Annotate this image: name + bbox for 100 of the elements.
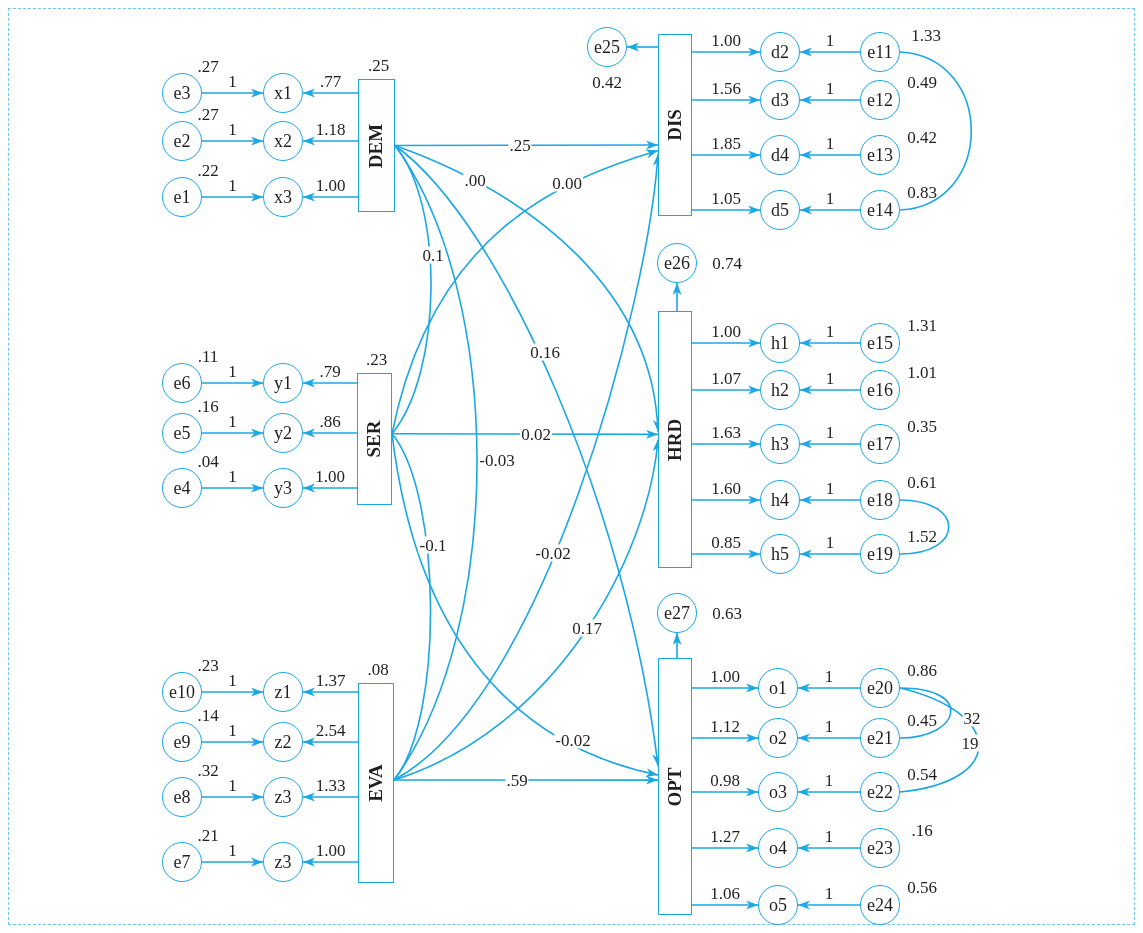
edge-label: 1.85 <box>710 134 742 152</box>
arrow <box>302 88 359 98</box>
node-label: e20 <box>867 677 893 699</box>
error-circle <box>162 777 202 817</box>
edge-label: 1.18 <box>314 120 347 138</box>
error-circle <box>657 243 697 283</box>
node-label: x2 <box>274 130 292 152</box>
arrow <box>691 787 759 797</box>
node-label: e14 <box>867 199 893 221</box>
node-label: OPT <box>664 766 686 807</box>
edge-label: 1 <box>227 120 238 138</box>
latent-box <box>358 683 394 883</box>
edge-label: 1.37 <box>314 671 347 689</box>
arrow <box>302 378 358 388</box>
arrow <box>672 282 682 312</box>
error-circle <box>860 534 900 574</box>
error-circle <box>860 668 900 708</box>
node-label: y3 <box>274 477 292 499</box>
edge-label: 0.17 <box>571 619 603 637</box>
edge-label: 1 <box>824 322 836 340</box>
node-label: h2 <box>771 379 789 401</box>
edge-label: 1 <box>227 776 238 794</box>
edge-label: .00 <box>463 171 487 189</box>
arrow <box>201 88 264 98</box>
error-circle <box>162 413 202 453</box>
error-circle <box>263 413 303 453</box>
edge-label: 1 <box>227 467 238 485</box>
edge-label: 1.00 <box>710 31 742 49</box>
arrow <box>302 857 359 867</box>
node-label: d5 <box>771 199 789 221</box>
arrow <box>799 150 861 160</box>
edge-label: 0.16 <box>529 343 561 361</box>
error-circle <box>860 135 900 175</box>
edge-label: 0.1 <box>421 246 445 264</box>
node-label: HRD <box>664 418 686 461</box>
variance-label: .27 <box>196 105 220 123</box>
node-label: y2 <box>274 422 292 444</box>
arrow <box>691 495 761 505</box>
error-circle <box>860 480 900 520</box>
arrow <box>201 687 264 697</box>
arrow <box>691 385 761 395</box>
variance-label: 1.33 <box>910 26 942 44</box>
node-label: DIS <box>664 109 686 141</box>
node-label: e21 <box>867 727 893 749</box>
variance-label: 0.61 <box>906 473 938 491</box>
error-circle <box>860 718 900 758</box>
edge-label: 0.98 <box>709 771 741 789</box>
arrow <box>797 900 861 910</box>
node-label: e3 <box>173 82 191 104</box>
edge-label: 1.05 <box>710 189 742 207</box>
edge-label: 1 <box>823 884 835 902</box>
variance-label: .08 <box>366 660 390 678</box>
edge-label: 1.06 <box>709 884 741 902</box>
node-label: o1 <box>769 677 787 699</box>
arrow <box>201 192 264 202</box>
arrow <box>799 385 861 395</box>
error-circle <box>760 323 800 363</box>
node-label: d3 <box>771 89 789 111</box>
error-circle <box>657 593 697 633</box>
error-circle <box>263 722 303 762</box>
arrow <box>201 428 264 438</box>
node-label: e23 <box>867 837 893 859</box>
edge-label: 1 <box>823 717 835 735</box>
variance-label: .27 <box>196 57 220 75</box>
error-circle <box>760 534 800 574</box>
arrow <box>201 136 264 146</box>
node-label: e4 <box>173 477 191 499</box>
error-circle <box>162 722 202 762</box>
variance-label: 0.54 <box>906 765 938 783</box>
arrow <box>799 495 861 505</box>
edge-label: 1.27 <box>709 827 741 845</box>
covariance-curve <box>899 687 980 793</box>
node-label: o2 <box>769 727 787 749</box>
arrow <box>691 900 759 910</box>
edge-label: 1.56 <box>710 79 742 97</box>
arrow <box>691 549 761 559</box>
edge-label: 1.00 <box>710 322 742 340</box>
latent-box <box>658 658 692 915</box>
variance-label: .22 <box>196 161 220 179</box>
node-label: e5 <box>173 422 191 444</box>
latent-box <box>658 34 692 216</box>
error-circle <box>860 190 900 230</box>
node-label: d2 <box>771 41 789 63</box>
error-circle <box>760 424 800 464</box>
variance-label: .16 <box>910 821 934 839</box>
variance-label: .23 <box>196 656 220 674</box>
arrow <box>691 95 761 105</box>
edge-label: -0.02 <box>534 544 572 562</box>
edge-label: 1 <box>227 72 238 90</box>
error-circle <box>162 672 202 712</box>
arrow <box>201 857 264 867</box>
variance-label: .23 <box>364 350 389 368</box>
node-label: x3 <box>274 186 292 208</box>
edge-label: 1 <box>824 479 836 497</box>
edge-label: 1 <box>227 412 238 430</box>
error-circle <box>263 672 303 712</box>
arrow <box>799 205 861 215</box>
node-label: e10 <box>169 681 195 703</box>
arrow <box>393 775 659 785</box>
variance-label: 0.74 <box>711 254 743 272</box>
